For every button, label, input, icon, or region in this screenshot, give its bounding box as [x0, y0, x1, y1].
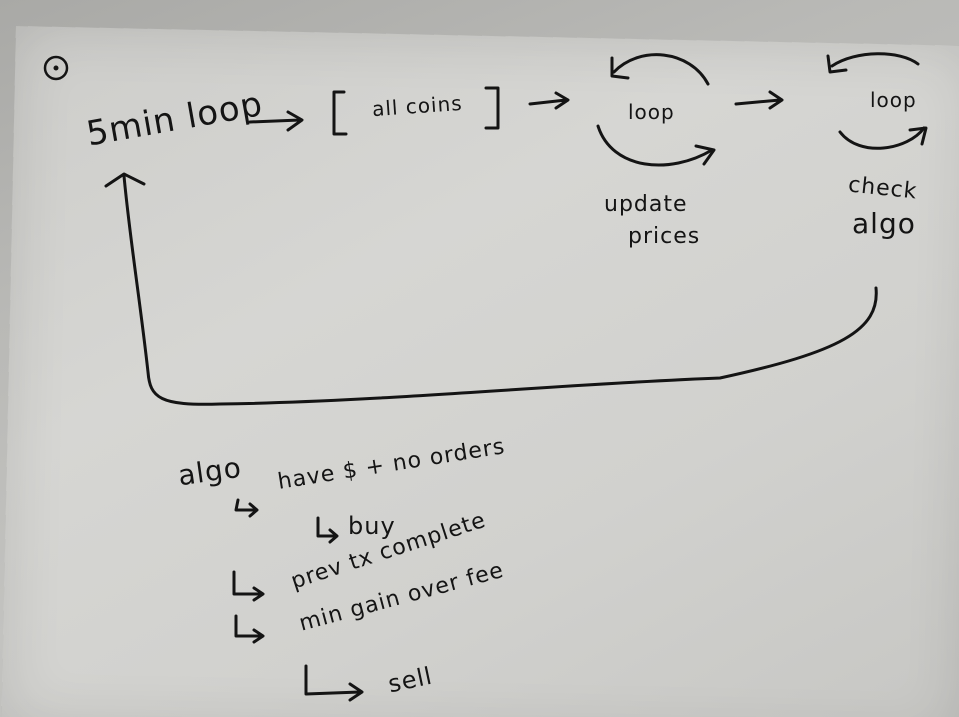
label-loop-1: loop — [628, 100, 675, 124]
bracket-right — [484, 86, 500, 130]
hook-1 — [234, 498, 259, 518]
loop1-top-arc — [612, 53, 710, 86]
notes-line-2: buy — [348, 512, 396, 540]
hook-3 — [232, 570, 265, 602]
loop1-top-arrowhead — [610, 56, 630, 80]
label-update-prices-2: prices — [628, 224, 701, 249]
label-check-algo-2: algo — [852, 207, 916, 240]
hook-2 — [316, 516, 339, 544]
arrow-loop-to-coins — [248, 110, 304, 132]
loop2-bottom-arrowhead — [908, 126, 928, 146]
loop1-bottom-arc — [596, 124, 714, 167]
notes-heading: algo — [175, 450, 244, 493]
arrow-loop1-to-loop2 — [734, 90, 784, 110]
hook-4 — [234, 614, 265, 644]
label-all-coins: all coins — [371, 90, 464, 122]
return-loop-arrowhead — [104, 172, 146, 188]
bracket-left — [332, 90, 348, 136]
label-loop-2: loop — [870, 88, 917, 112]
loop2-top-arc — [830, 52, 920, 68]
hook-5 — [304, 664, 364, 702]
label-update-prices-1: update — [604, 192, 688, 217]
loop2-bottom-arc — [838, 126, 926, 150]
loop2-top-arrowhead — [826, 54, 848, 74]
arrow-coins-to-loop1 — [528, 91, 570, 110]
loop1-bottom-arrowhead — [694, 144, 716, 166]
return-loop — [122, 174, 878, 406]
bullet-dot — [53, 65, 59, 71]
bullet-circle — [43, 55, 69, 81]
